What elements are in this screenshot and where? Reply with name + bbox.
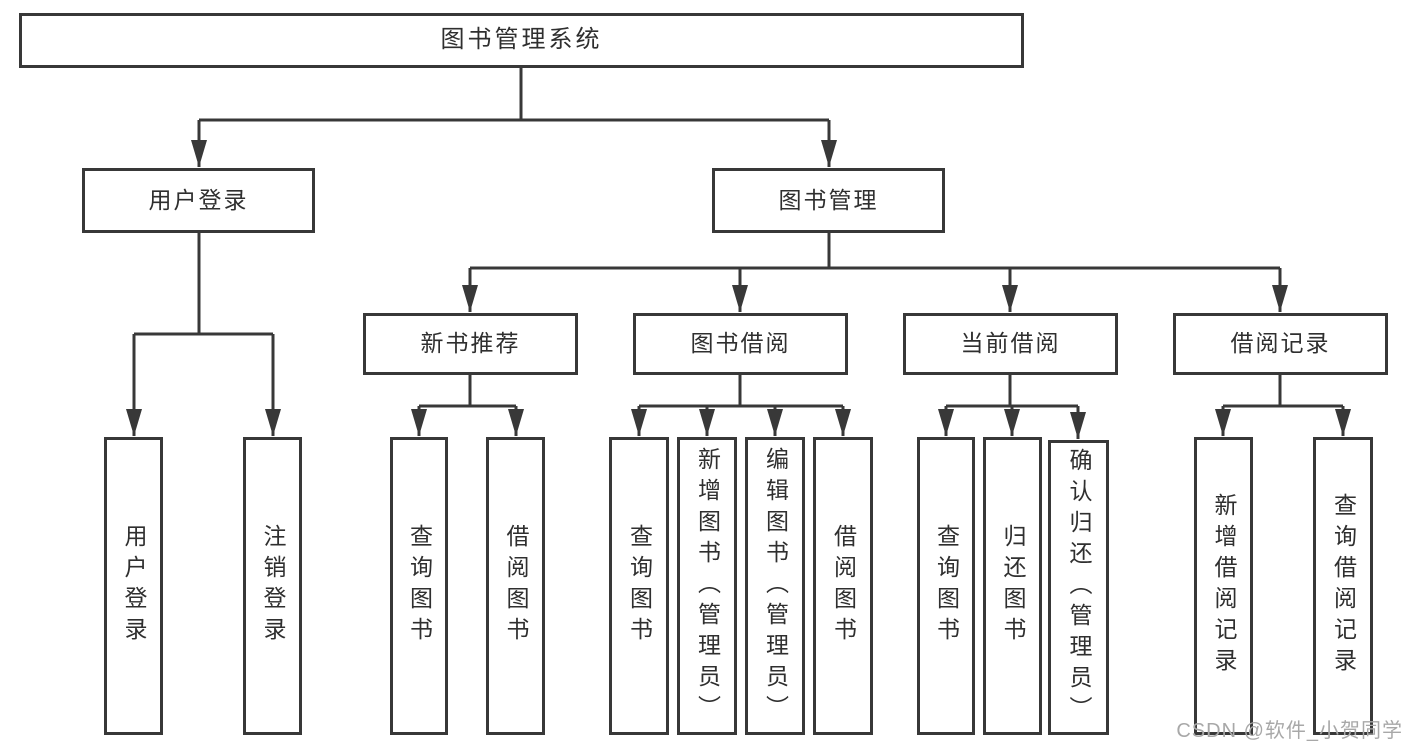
node-label: 查询借阅记录 [1330, 493, 1357, 679]
arrowhead-icon [1215, 409, 1231, 436]
arrowhead-icon [699, 409, 715, 436]
node-label: 借阅记录 [1230, 330, 1331, 357]
watermark: CSDN @软件_小贺同学 [1176, 720, 1403, 742]
node-br-query-record: 查询借阅记录 [1313, 437, 1373, 735]
node-nb-borrow-books: 借阅图书 [486, 437, 545, 735]
arrowhead-icon [767, 409, 783, 436]
node-label: 用户登录 [148, 186, 249, 213]
node-label: 图书借阅 [690, 330, 791, 357]
arrowhead-icon [835, 409, 851, 436]
node-label: 新增借阅记录 [1211, 493, 1237, 679]
node-label: 用户登录 [121, 524, 147, 648]
node-label: 查询图书 [406, 524, 433, 648]
arrowhead-icon [631, 409, 647, 436]
node-label: 查询图书 [933, 524, 960, 648]
arrowhead-icon [1272, 285, 1288, 312]
node-user-login-group: 用户登录 [82, 168, 315, 233]
node-label: 新书推荐 [420, 330, 521, 357]
arrowhead-icon [1002, 285, 1018, 312]
node-cb-query-books: 查询图书 [917, 437, 975, 735]
node-borrow-records: 借阅记录 [1173, 313, 1388, 375]
arrowhead-icon [1070, 412, 1086, 439]
node-cb-return-books: 归还图书 [983, 437, 1042, 735]
arrowhead-icon [508, 409, 524, 436]
arrowhead-icon [265, 409, 281, 436]
node-bb-borrow-books: 借阅图书 [813, 437, 873, 735]
arrowhead-icon [191, 140, 207, 167]
node-logout: 注销登录 [243, 437, 302, 735]
node-label: 确认归还（管理员） [1066, 448, 1092, 727]
node-br-add-record: 新增借阅记录 [1194, 437, 1253, 735]
node-cb-confirm-return: 确认归还（管理员） [1048, 440, 1109, 735]
node-label: 查询图书 [626, 524, 653, 648]
node-label: 当前借阅 [960, 330, 1061, 357]
arrowhead-icon [126, 409, 142, 436]
node-book-borrow: 图书借阅 [633, 313, 848, 375]
node-new-book-recommend: 新书推荐 [363, 313, 578, 375]
node-label: 注销登录 [260, 524, 286, 648]
arrowhead-icon [462, 285, 478, 312]
node-book-management: 图书管理 [712, 168, 945, 233]
arrowhead-icon [1004, 409, 1020, 436]
node-bb-edit-books: 编辑图书（管理员） [745, 437, 805, 735]
arrowhead-icon [821, 140, 837, 167]
node-label: 编辑图书（管理员） [762, 446, 789, 726]
node-label: 新增图书（管理员） [694, 446, 721, 726]
node-nb-query-books: 查询图书 [390, 437, 448, 735]
node-label: 借阅图书 [503, 524, 529, 648]
arrowhead-icon [732, 285, 748, 312]
node-bb-query-books: 查询图书 [609, 437, 669, 735]
node-current-borrow: 当前借阅 [903, 313, 1118, 375]
node-bb-add-books: 新增图书（管理员） [677, 437, 737, 735]
node-root: 图书管理系统 [19, 13, 1024, 68]
arrowhead-icon [1335, 409, 1351, 436]
arrowhead-icon [938, 409, 954, 436]
node-label: 图书管理 [778, 186, 879, 213]
arrowhead-icon [411, 409, 427, 436]
node-label: 图书管理系统 [440, 26, 603, 54]
node-label: 归还图书 [1000, 524, 1026, 648]
node-label: 借阅图书 [830, 524, 857, 648]
node-user-login: 用户登录 [104, 437, 163, 735]
